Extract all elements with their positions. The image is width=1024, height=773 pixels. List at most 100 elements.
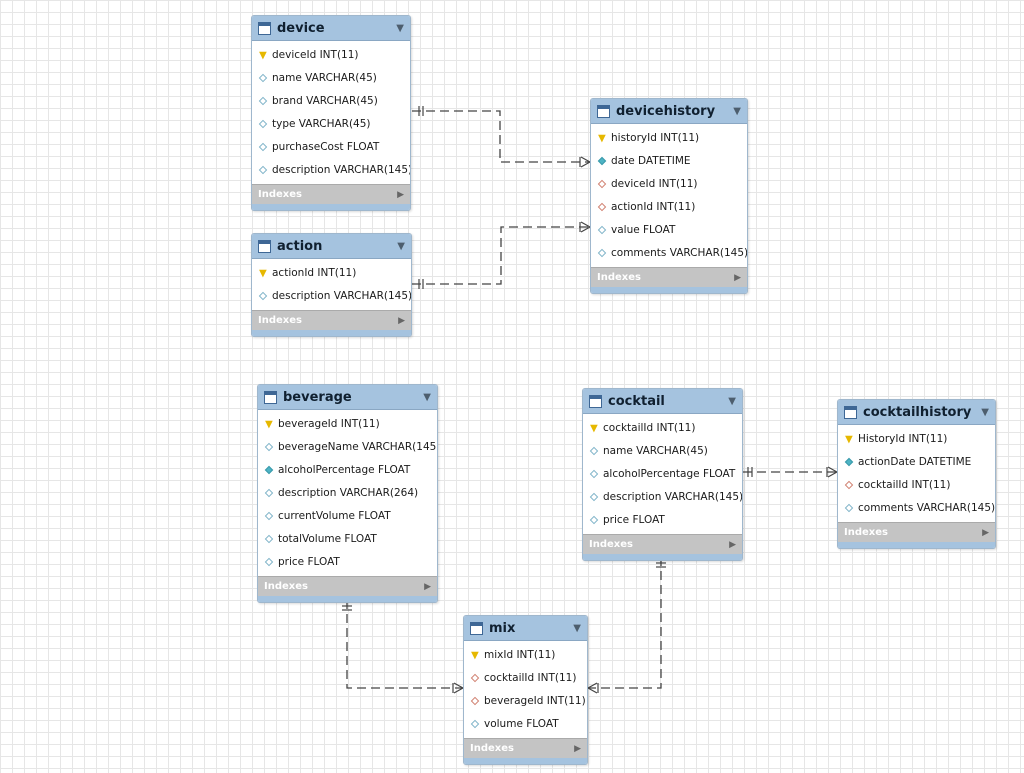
table-column[interactable]: ▲HistoryId INT(11) xyxy=(838,427,995,450)
indexes-label: Indexes xyxy=(264,581,308,592)
expand-arrow-icon[interactable]: ▶ xyxy=(397,189,404,200)
table-column[interactable]: deviceId INT(11) xyxy=(591,172,747,195)
primary-key-icon: ▲ xyxy=(598,132,606,144)
table-column[interactable]: brand VARCHAR(45) xyxy=(252,89,410,112)
foreign-key-icon xyxy=(597,202,607,212)
collapse-arrow-icon[interactable]: ▼ xyxy=(397,240,405,252)
table-column[interactable]: volume FLOAT xyxy=(464,712,587,735)
table-header[interactable]: devicehistory▼ xyxy=(591,99,747,124)
table-mix[interactable]: mix ▼ ▲mixId INT(11)cocktailId INT(11)beve… xyxy=(463,615,588,765)
table-column[interactable]: description VARCHAR(145) xyxy=(583,485,742,508)
column-icon xyxy=(844,503,854,513)
table-column[interactable]: description VARCHAR(145) xyxy=(252,284,411,307)
collapse-arrow-icon[interactable]: ▼ xyxy=(728,395,736,407)
indexes-label: Indexes xyxy=(597,272,641,283)
table-column[interactable]: price FLOAT xyxy=(258,550,437,573)
table-column[interactable]: type VARCHAR(45) xyxy=(252,112,410,135)
primary-key-icon: ▲ xyxy=(259,49,267,61)
expand-arrow-icon[interactable]: ▶ xyxy=(982,527,989,538)
primary-key-icon: ▲ xyxy=(259,267,267,279)
table-icon xyxy=(597,104,610,118)
column-definition: cocktailId INT(11) xyxy=(603,421,696,434)
table-column[interactable]: ▲mixId INT(11) xyxy=(464,643,587,666)
column-definition: actionDate DATETIME xyxy=(858,455,972,468)
table-column[interactable]: currentVolume FLOAT xyxy=(258,504,437,527)
collapse-arrow-icon[interactable]: ▼ xyxy=(573,622,581,634)
table-column[interactable]: purchaseCost FLOAT xyxy=(252,135,410,158)
collapse-arrow-icon[interactable]: ▼ xyxy=(423,391,431,403)
table-header[interactable]: device▼ xyxy=(252,16,410,41)
table-icon xyxy=(258,239,271,253)
indexes-section[interactable]: Indexes ▶ xyxy=(591,267,747,287)
table-header[interactable]: cocktail▼ xyxy=(583,389,742,414)
expand-arrow-icon[interactable]: ▶ xyxy=(574,743,581,754)
table-column[interactable]: beverageId INT(11) xyxy=(464,689,587,712)
primary-key-icon: ▲ xyxy=(265,418,273,430)
table-column[interactable]: alcoholPercentage FLOAT xyxy=(258,458,437,481)
table-column[interactable]: actionId INT(11) xyxy=(591,195,747,218)
collapse-arrow-icon[interactable]: ▼ xyxy=(981,406,989,418)
indexes-section[interactable]: Indexes▶ xyxy=(252,310,411,330)
indexes-section[interactable]: Indexes ▶ xyxy=(258,576,437,596)
column-definition: actionId INT(11) xyxy=(611,200,696,213)
expand-arrow-icon[interactable]: ▶ xyxy=(729,539,736,550)
indexes-label: Indexes xyxy=(470,743,514,754)
collapse-arrow-icon[interactable]: ▼ xyxy=(733,105,741,117)
column-icon xyxy=(258,291,268,301)
table-bottom-bar xyxy=(252,204,410,210)
table-cocktailhistory[interactable]: cocktailhistory▼▲HistoryId INT(11) action… xyxy=(837,399,996,549)
table-cocktail[interactable]: cocktail▼▲cocktailId INT(11)name VARCHAR… xyxy=(582,388,743,561)
relationship-beverage-mix xyxy=(346,600,463,689)
table-header[interactable]: action▼ xyxy=(252,234,411,259)
table-column[interactable]: beverageName VARCHAR(145) xyxy=(258,435,437,458)
table-device[interactable]: device▼▲deviceId INT(11)name VARCHAR(45)… xyxy=(251,15,411,211)
indexes-section[interactable]: Indexes ▶ xyxy=(464,738,587,758)
table-header[interactable]: beverage ▼ xyxy=(258,385,437,410)
column-definition: brand VARCHAR(45) xyxy=(272,94,378,107)
table-column[interactable]: value FLOAT xyxy=(591,218,747,241)
table-column[interactable]: comments VARCHAR(145) xyxy=(838,496,995,519)
collapse-arrow-icon[interactable]: ▼ xyxy=(396,22,404,34)
expand-arrow-icon[interactable]: ▶ xyxy=(734,272,741,283)
indexes-section[interactable]: Indexes▶ xyxy=(583,534,742,554)
indexes-section[interactable]: Indexes▶ xyxy=(838,522,995,542)
column-definition: HistoryId INT(11) xyxy=(858,432,948,445)
table-column[interactable]: ▲actionId INT(11) xyxy=(252,261,411,284)
table-column[interactable]: ▲deviceId INT(11) xyxy=(252,43,410,66)
expand-arrow-icon[interactable]: ▶ xyxy=(398,315,405,326)
table-column[interactable]: totalVolume FLOAT xyxy=(258,527,437,550)
table-column[interactable]: date DATETIME xyxy=(591,149,747,172)
table-name: mix xyxy=(489,620,516,636)
table-beverage[interactable]: beverage ▼ ▲ beverageId INT(11) beverageName… xyxy=(257,384,438,603)
table-header[interactable]: mix ▼ xyxy=(464,616,587,641)
table-column[interactable]: name VARCHAR(45) xyxy=(252,66,410,89)
table-column[interactable]: cocktailId INT(11) xyxy=(464,666,587,689)
table-name: beverage xyxy=(283,389,352,405)
table-column[interactable]: name VARCHAR(45) xyxy=(583,439,742,462)
indexes-section[interactable]: Indexes▶ xyxy=(252,184,410,204)
table-column[interactable]: cocktailId INT(11) xyxy=(838,473,995,496)
column-icon xyxy=(258,119,268,129)
table-column[interactable]: actionDate DATETIME xyxy=(838,450,995,473)
table-column[interactable]: description VARCHAR(264) xyxy=(258,481,437,504)
table-column[interactable]: comments VARCHAR(145) xyxy=(591,241,747,264)
table-column[interactable]: ▲historyId INT(11) xyxy=(591,126,747,149)
expand-arrow-icon[interactable]: ▶ xyxy=(424,581,431,592)
table-action[interactable]: action▼▲actionId INT(11)description VARC… xyxy=(251,233,412,337)
column-definition: price FLOAT xyxy=(603,513,665,526)
table-icon xyxy=(589,394,602,408)
table-icon xyxy=(264,390,277,404)
table-column[interactable]: alcoholPercentage FLOAT xyxy=(583,462,742,485)
foreign-key-icon xyxy=(470,696,480,706)
many-marker xyxy=(580,161,591,168)
table-column[interactable]: ▲ beverageId INT(11) xyxy=(258,412,437,435)
column-definition: beverageId INT(11) xyxy=(278,417,380,430)
many-marker xyxy=(580,226,591,233)
not-null-column-icon xyxy=(844,457,854,467)
table-column[interactable]: description VARCHAR(145) xyxy=(252,158,410,181)
table-column[interactable]: price FLOAT xyxy=(583,508,742,531)
table-column[interactable]: ▲cocktailId INT(11) xyxy=(583,416,742,439)
table-devicehistory[interactable]: devicehistory▼▲historyId INT(11)date DAT… xyxy=(590,98,748,294)
table-header[interactable]: cocktailhistory▼ xyxy=(838,400,995,425)
not-null-column-icon xyxy=(597,156,607,166)
